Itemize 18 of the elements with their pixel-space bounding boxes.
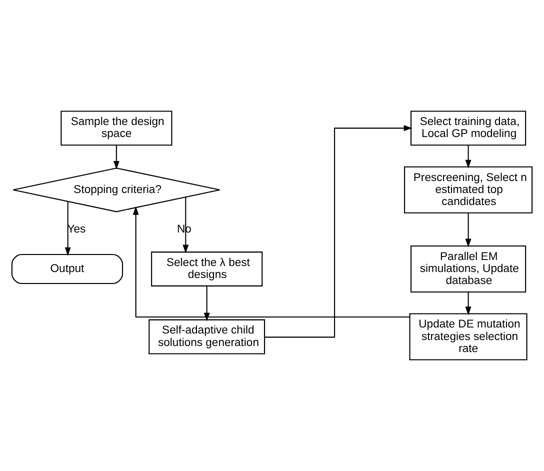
node-box: Self-adaptive child solutions generation — [148, 319, 266, 354]
arrow — [465, 145, 472, 168]
node-diamond: Stopping criteria? — [12, 168, 220, 212]
node-box: Select the λ best designs — [151, 252, 263, 286]
arrow — [204, 286, 210, 322]
node-box: Parallel EM simulations, Update database — [410, 245, 526, 292]
node-box: Select training data, Local GP modeling — [410, 110, 526, 146]
arrow — [465, 292, 472, 316]
node-box: Sample the design space — [60, 110, 172, 146]
node-box: Update DE mutation strategies selection rate — [409, 313, 528, 360]
arrow — [182, 197, 189, 254]
arrow — [64, 202, 71, 256]
node-box: Output — [11, 254, 124, 284]
arrow — [132, 206, 410, 318]
arrow — [264, 125, 412, 338]
arrow — [465, 213, 472, 248]
arrow — [113, 145, 120, 170]
node-box: Prescreening, Select n estimated top candidates — [404, 166, 533, 214]
